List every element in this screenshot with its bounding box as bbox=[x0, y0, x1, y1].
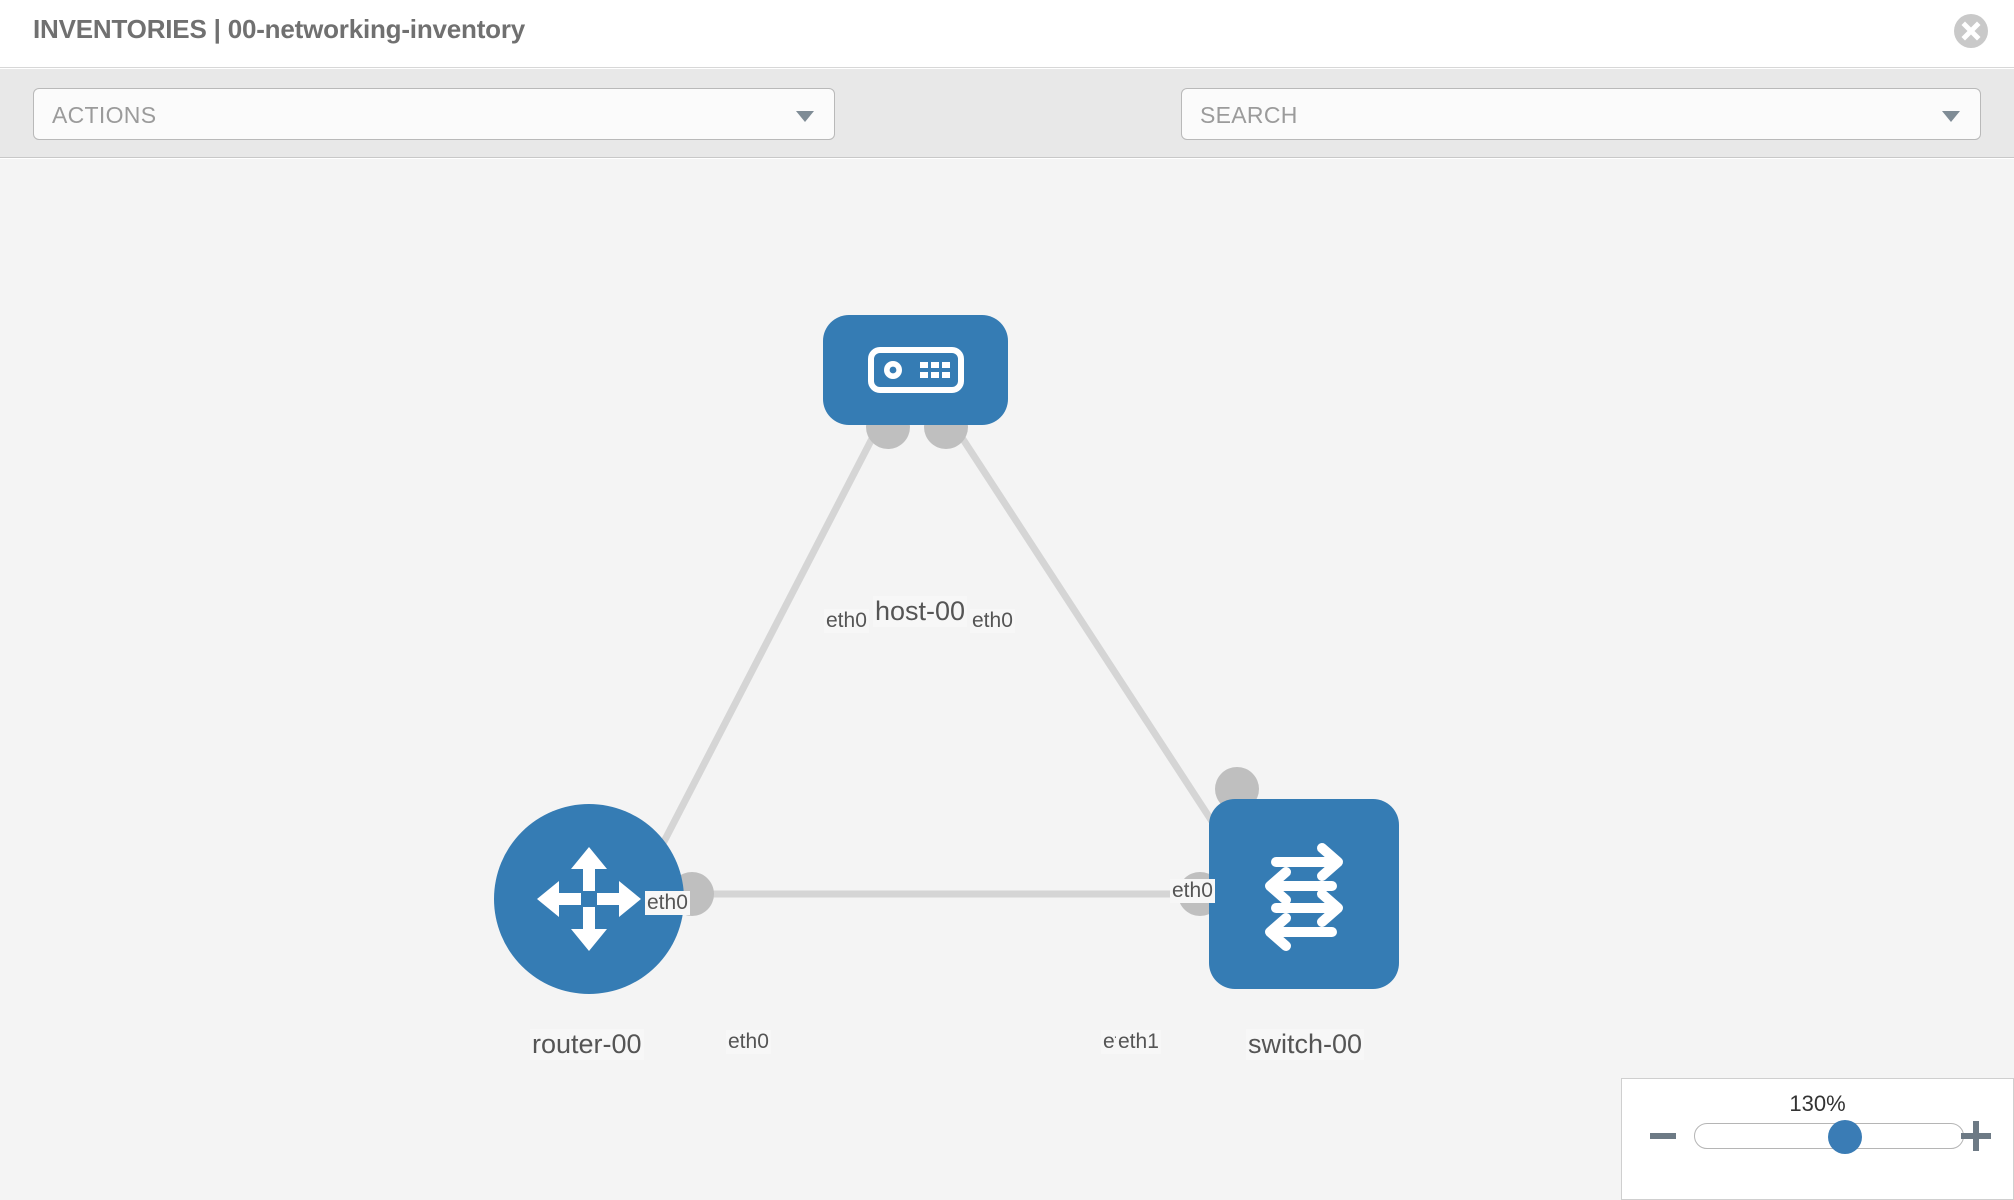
node-label-switch-00: switch-00 bbox=[1246, 1029, 1365, 1060]
port-label-host-right: eth0 bbox=[970, 609, 1015, 633]
node-host-00[interactable] bbox=[823, 315, 1008, 425]
port-label-switch-left-b: eth1 bbox=[1116, 1030, 1161, 1054]
zoom-slider-track[interactable] bbox=[1694, 1120, 1964, 1154]
page-title: INVENTORIES | 00-networking-inventory bbox=[33, 14, 526, 44]
port-label-switch-uplink: eth0 bbox=[1170, 879, 1215, 903]
zoom-in-button[interactable] bbox=[1961, 1121, 1991, 1151]
switch-arrows-icon bbox=[1265, 843, 1343, 951]
port-label-router-uplink: eth0 bbox=[645, 891, 690, 915]
close-icon[interactable] bbox=[1954, 14, 1988, 48]
node-switch-00[interactable] bbox=[1209, 799, 1399, 989]
chevron-down-icon bbox=[796, 111, 814, 122]
toolbar: ACTIONS SEARCH bbox=[0, 69, 2014, 197]
node-label-router-00: router-00 bbox=[530, 1029, 644, 1060]
port-label-router-right: eth0 bbox=[726, 1030, 771, 1054]
zoom-slider-handle[interactable] bbox=[1828, 1120, 1862, 1154]
actions-dropdown[interactable]: ACTIONS bbox=[33, 88, 835, 140]
server-icon bbox=[867, 347, 964, 393]
port-label-host-left: eth0 bbox=[824, 609, 869, 633]
search-placeholder: SEARCH bbox=[1200, 102, 1298, 128]
chevron-down-icon[interactable] bbox=[1942, 111, 1960, 122]
node-label-host-00: host-00 bbox=[873, 596, 968, 627]
zoom-level-value: 130% bbox=[1789, 1091, 1846, 1116]
router-arrows-icon bbox=[537, 847, 641, 951]
topology-links bbox=[651, 405, 1259, 916]
search-input[interactable]: SEARCH bbox=[1181, 88, 1981, 140]
zoom-out-button[interactable] bbox=[1650, 1133, 1676, 1139]
topology-canvas[interactable]: host-00 router-00 bbox=[0, 159, 2014, 1200]
actions-dropdown-label: ACTIONS bbox=[52, 102, 157, 128]
zoom-control-panel: 130% bbox=[1621, 1078, 2014, 1200]
page-header: INVENTORIES | 00-networking-inventory bbox=[0, 0, 2014, 68]
